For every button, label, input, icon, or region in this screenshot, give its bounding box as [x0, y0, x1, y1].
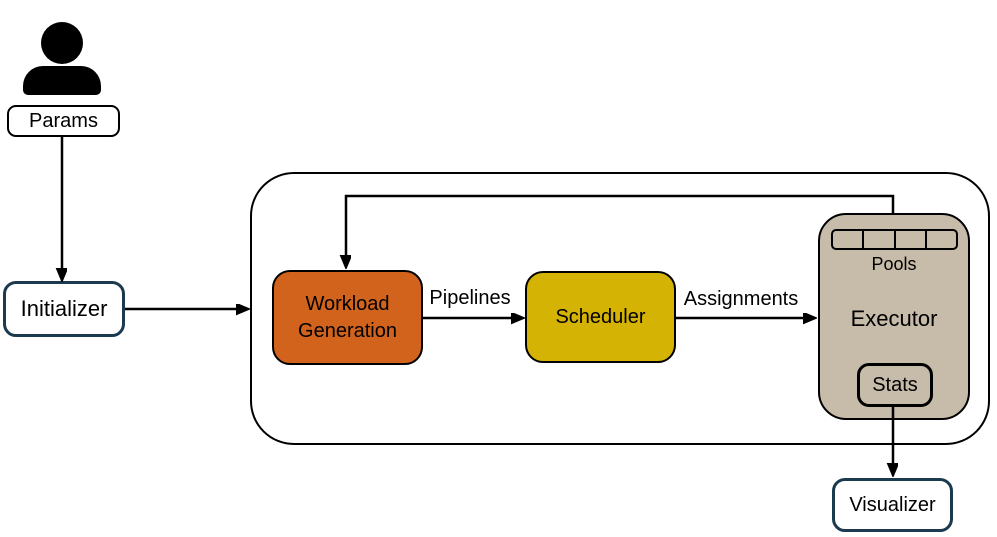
user-icon: [23, 22, 101, 95]
pool-cell: [833, 231, 865, 248]
node-visualizer: Visualizer: [832, 478, 953, 532]
pool-cell: [927, 231, 956, 248]
system-container: [250, 172, 990, 445]
workload-generation-label: Workload Generation: [298, 292, 397, 342]
node-initializer: Initializer: [3, 281, 125, 337]
pool-cell: [864, 231, 896, 248]
scheduler-label: Scheduler: [555, 305, 646, 328]
edge-label-pipelines: Pipelines: [429, 287, 511, 309]
pool-cell: [896, 231, 927, 248]
node-workload-generation: Workload Generation: [272, 270, 423, 365]
node-stats: Stats: [857, 363, 933, 407]
node-params: Params: [7, 105, 120, 137]
pools-label: Pools: [871, 254, 917, 274]
stats-label: Stats: [872, 373, 918, 396]
visualizer-label: Visualizer: [849, 493, 936, 516]
node-executor: Pools Executor Stats: [818, 213, 970, 420]
node-scheduler: Scheduler: [525, 271, 676, 363]
initializer-label: Initializer: [20, 296, 108, 321]
edge-label-assignments: Assignments: [683, 288, 799, 310]
executor-label: Executor: [850, 306, 938, 331]
params-label: Params: [29, 109, 98, 132]
pools-strip: [831, 229, 958, 250]
